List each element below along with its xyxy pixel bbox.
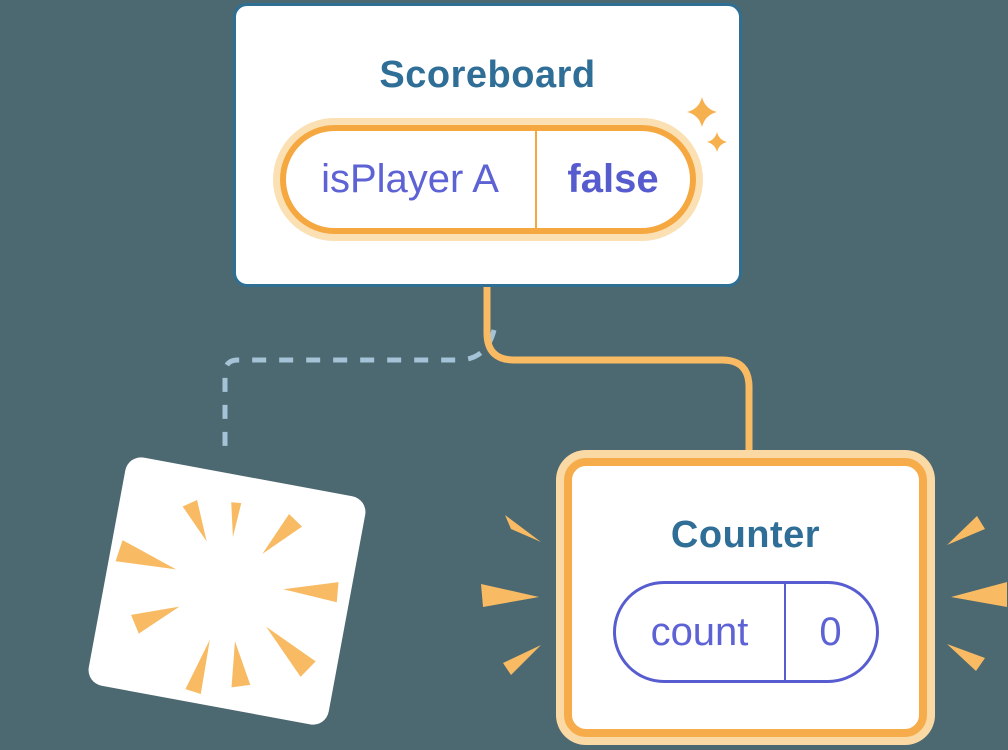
sparkles-icon: [687, 97, 727, 152]
counter-title: Counter: [670, 514, 821, 556]
state-value: 0: [819, 609, 842, 654]
counter-card: Counter count 0: [556, 450, 935, 745]
state-value: false: [567, 157, 659, 201]
poof-burst-icon: [115, 500, 339, 694]
scoreboard-state-pill: isPlayer A false: [279, 125, 696, 234]
scoreboard-title: Scoreboard: [379, 54, 596, 96]
state-divider: [783, 584, 786, 680]
scoreboard-card: Scoreboard isPlayer A false: [233, 3, 742, 287]
removed-connector-line: [222, 329, 497, 457]
state-key: isPlayer A: [321, 157, 499, 201]
counter-state-pill: count 0: [612, 581, 879, 683]
counter-card-inner: Counter count 0: [564, 458, 927, 737]
state-key: count: [650, 609, 749, 654]
state-divider: [534, 131, 537, 228]
destroyed-card: [85, 454, 369, 728]
scoreboard-state-pill-glow: isPlayer A false: [272, 118, 703, 241]
active-connector-line: [483, 286, 753, 452]
